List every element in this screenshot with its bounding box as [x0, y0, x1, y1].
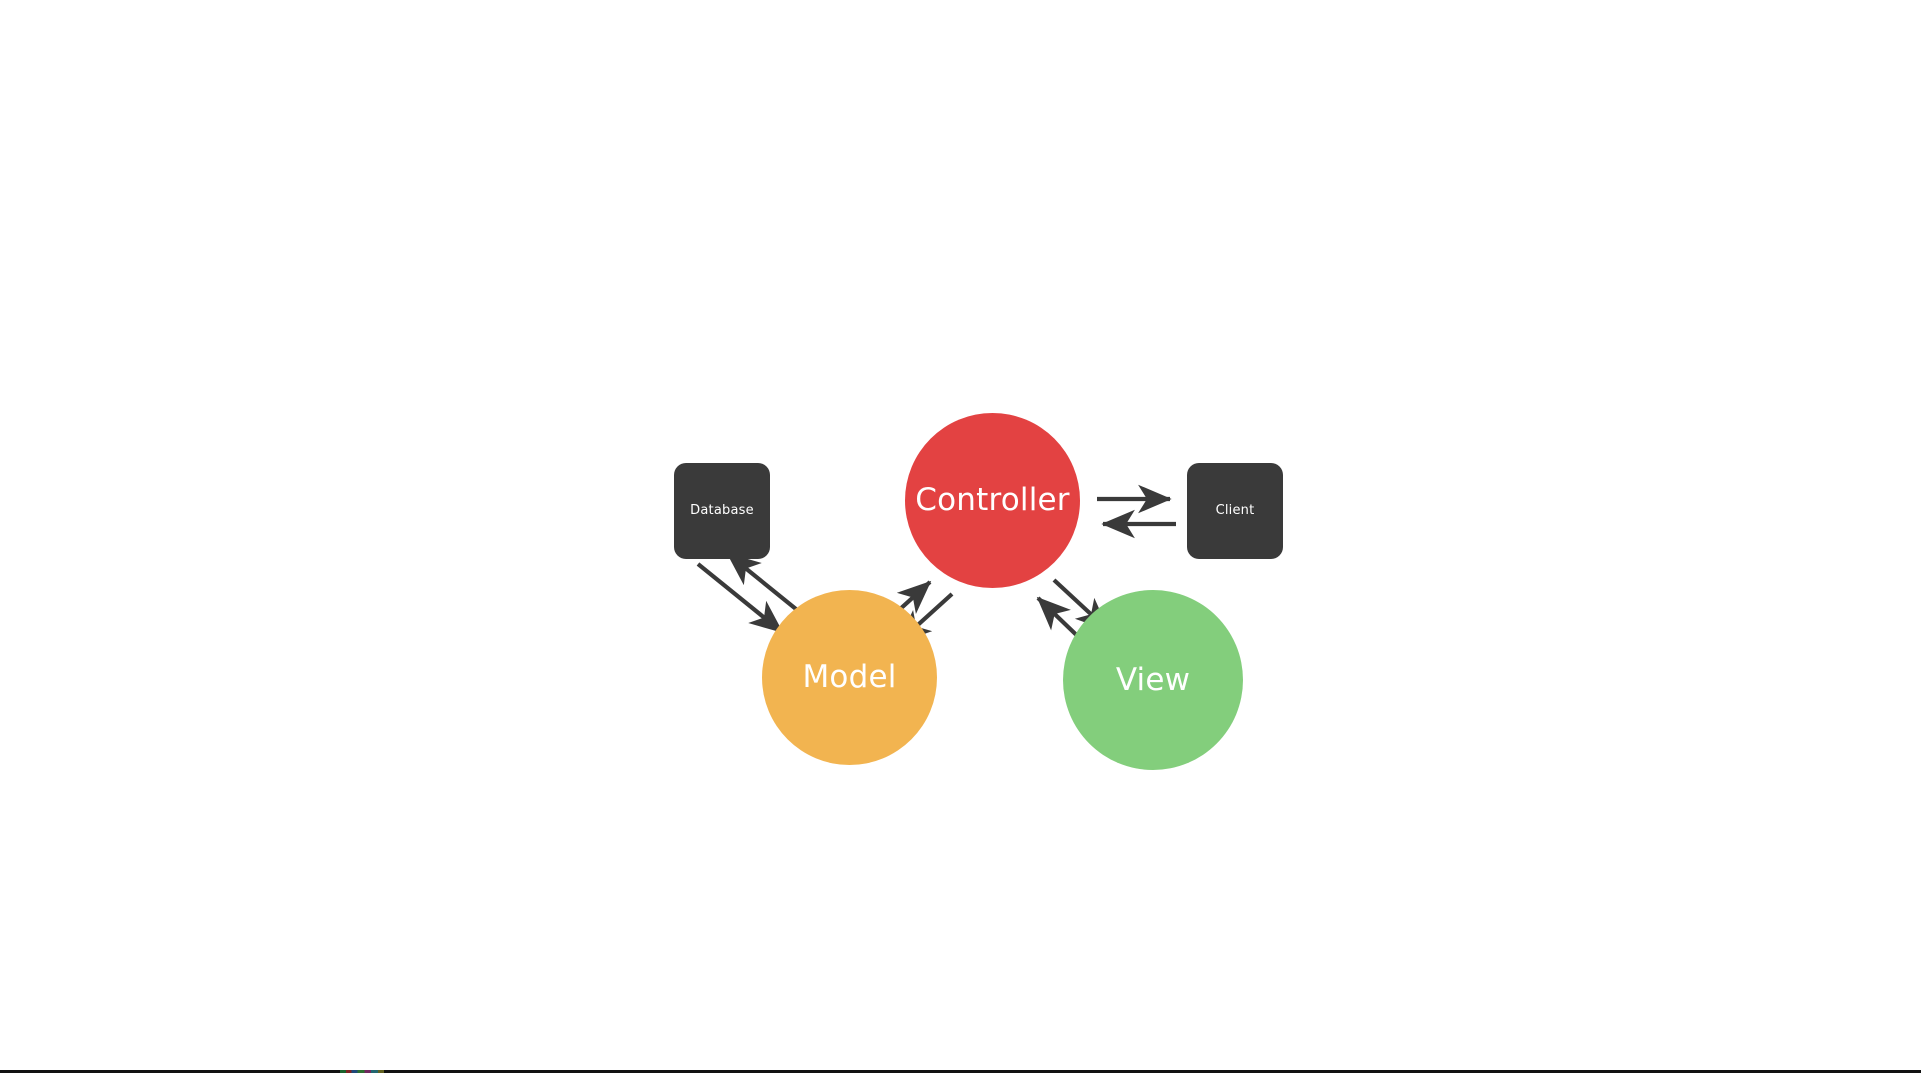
- node-view[interactable]: View: [1063, 590, 1243, 770]
- node-model-label: Model: [802, 659, 897, 696]
- node-model[interactable]: Model: [762, 590, 937, 765]
- node-database-label: Database: [690, 503, 754, 519]
- node-controller-label: Controller: [915, 482, 1070, 519]
- node-controller[interactable]: Controller: [905, 413, 1080, 588]
- node-client[interactable]: Client: [1187, 463, 1283, 559]
- bottom-edge-rule: [0, 1070, 1921, 1073]
- node-view-label: View: [1115, 661, 1191, 698]
- edge-controller-client: [1097, 484, 1176, 539]
- node-client-label: Client: [1215, 503, 1255, 519]
- node-database[interactable]: Database: [674, 463, 770, 559]
- bottom-edge-artifact: [340, 1070, 384, 1073]
